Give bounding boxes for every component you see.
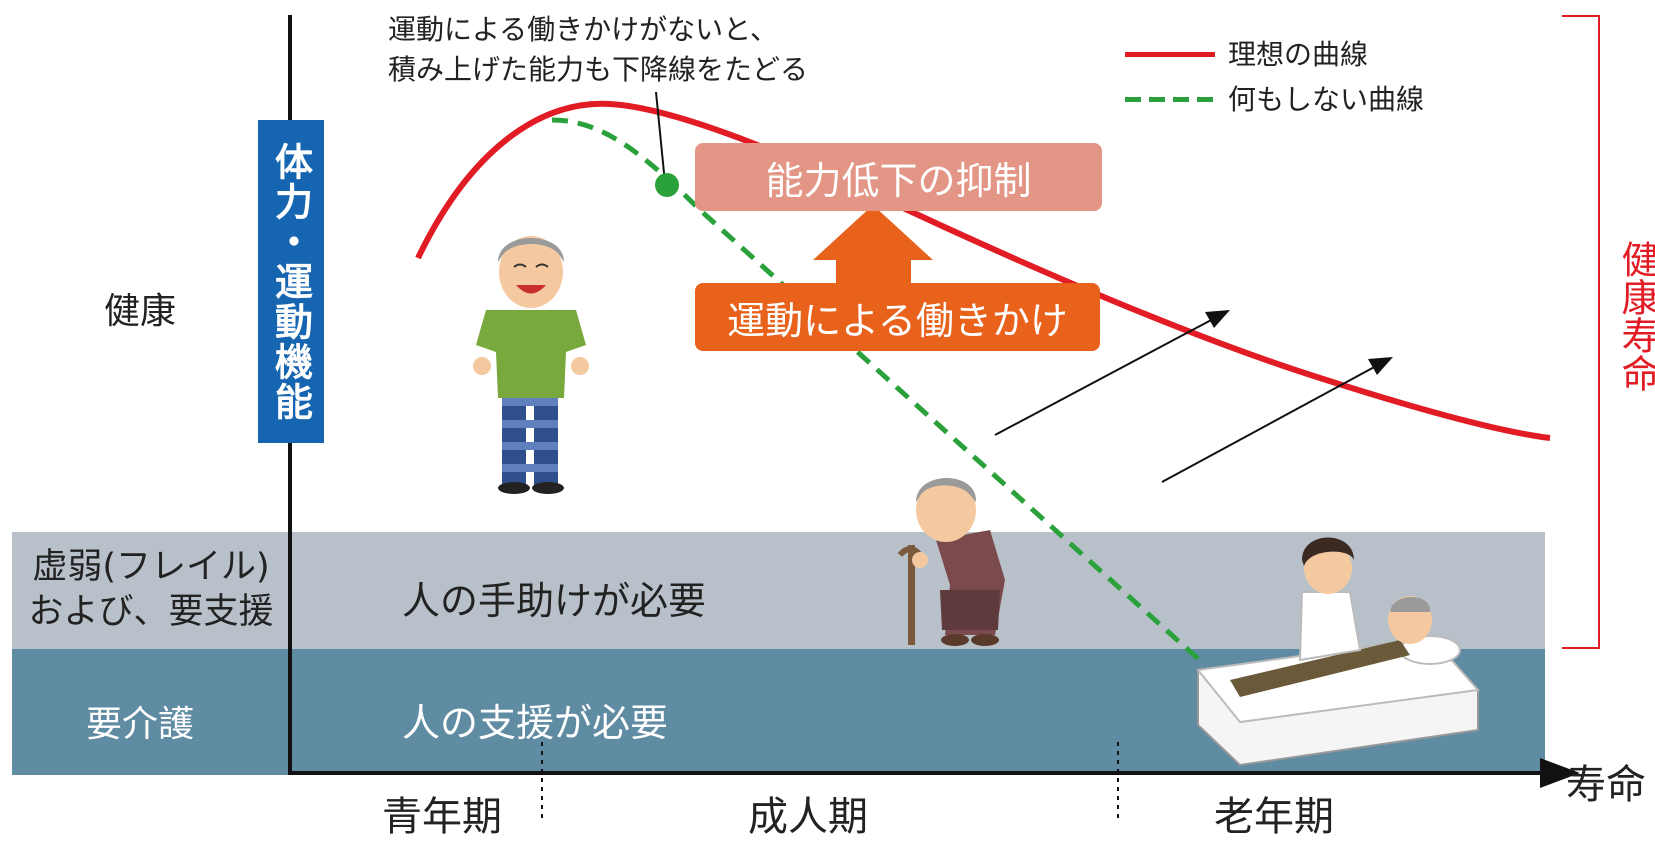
up-arrow <box>813 205 933 285</box>
suppress-decline-box: 能力低下の抑制 <box>695 143 1102 211</box>
level-frail-line-1: 虚弱(フレイル) <box>32 547 270 587</box>
ideal-curve <box>415 100 1551 441</box>
period-youth: 青年期 <box>382 794 502 840</box>
annotation-dot <box>655 173 679 197</box>
annotation-pointer <box>655 91 666 184</box>
level-frail: 虚弱(フレイル) および、要支援 <box>12 545 290 635</box>
period-adult: 成人期 <box>748 794 868 840</box>
elderly-woman-with-cane-icon <box>897 478 1005 646</box>
improvement-arrow-1 <box>994 317 1216 436</box>
period-elderly: 老年期 <box>1214 794 1334 840</box>
x-axis-title: 寿命 <box>1566 762 1646 808</box>
healthy-life-label: 健康寿命 <box>1615 240 1655 392</box>
frail-band <box>12 532 1545 649</box>
level-care: 要介護 <box>85 704 194 745</box>
no-action-curve <box>551 117 1207 667</box>
care-band-text: 人の支援が必要 <box>402 701 669 745</box>
legend-ideal-label: 理想の曲線 <box>1228 38 1369 71</box>
improvement-arrow-2 <box>1161 364 1379 483</box>
annotation-text: 運動による働きかけがないと、 積み上げた能力も下降線をたどる <box>388 10 808 90</box>
legend-ideal-swatch <box>1125 52 1215 57</box>
x-axis <box>288 771 1543 775</box>
healthy-life-bracket <box>1562 15 1600 649</box>
smiling-elderly-man-icon <box>473 236 589 494</box>
annotation-line-1: 運動による働きかけがないと、 <box>388 13 779 46</box>
annotation-line-2: 積み上げた能力も下降線をたどる <box>388 53 809 86</box>
caregiver-and-bedridden-person-icon <box>1196 537 1480 767</box>
x-axis-arrowhead <box>1540 758 1580 788</box>
legend-none-swatch <box>1125 97 1215 102</box>
frail-band-text: 人の手助けが必要 <box>402 579 707 623</box>
y-axis-title: 体力・運動機能 <box>258 120 324 443</box>
level-healthy: 健康 <box>103 291 176 332</box>
legend-none-label: 何もしない曲線 <box>1228 83 1425 116</box>
exercise-intervention-box: 運動による働きかけ <box>695 283 1100 351</box>
level-frail-line-2: および、要支援 <box>28 592 274 632</box>
